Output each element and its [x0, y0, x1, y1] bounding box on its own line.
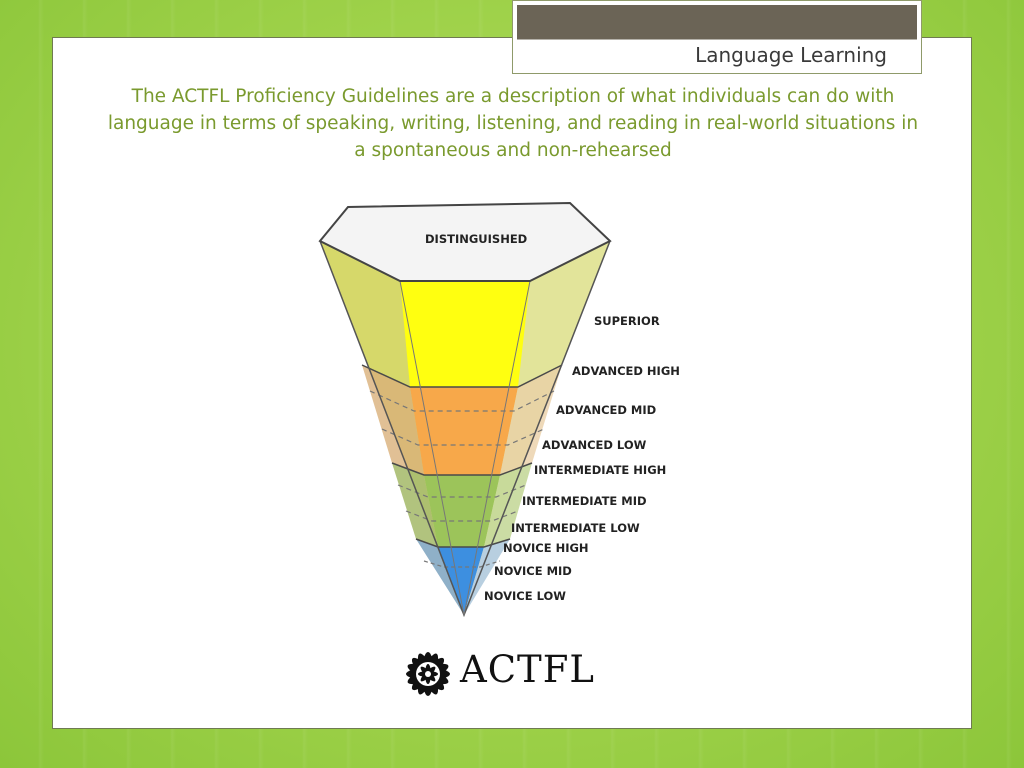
advanced-band — [410, 387, 518, 475]
edge-left — [399, 280, 465, 616]
level-label-intermediate-high: INTERMEDIATE HIGH — [534, 463, 666, 477]
level-label-intermediate-mid: INTERMEDIATE MID — [522, 494, 647, 508]
level-label-advanced-high: ADVANCED HIGH — [572, 364, 680, 378]
level-label-advanced-mid: ADVANCED MID — [556, 403, 656, 417]
right-intermediate-tint — [484, 463, 532, 547]
actfl-logo: ACTFL — [396, 642, 594, 708]
level-label-superior: SUPERIOR — [594, 314, 660, 328]
dash-intermediate-1 — [397, 484, 527, 498]
level-label-novice-high: NOVICE HIGH — [503, 541, 589, 555]
superior-band — [400, 281, 530, 387]
left-novice-tint — [416, 539, 464, 615]
left-intermediate-tint — [392, 463, 438, 547]
title-tab: Language Learning — [512, 0, 922, 74]
right-advanced-tint — [500, 365, 562, 475]
dash-intermediate-2 — [405, 510, 519, 522]
level-label-distinguished: DISTINGUISHED — [425, 232, 527, 246]
left-advanced-tint — [362, 365, 424, 475]
pyramid-body — [319, 240, 611, 618]
distinguished-top — [318, 201, 612, 282]
edge-right — [463, 280, 531, 616]
level-label-novice-mid: NOVICE MID — [494, 564, 572, 578]
level-label-novice-low: NOVICE LOW — [484, 589, 566, 603]
novice-band — [438, 547, 484, 615]
right-novice-tint — [464, 539, 510, 615]
actfl-wordmark: ACTFL — [460, 648, 595, 691]
page-title: Language Learning — [695, 43, 887, 67]
dash-novice-1 — [423, 560, 501, 568]
separator-intermediate — [415, 538, 511, 548]
title-band: Language Learning — [517, 5, 917, 69]
actfl-flower-icon — [406, 652, 450, 696]
dash-advanced-2 — [381, 428, 545, 446]
body-text: The ACTFL Proficiency Guidelines are a d… — [107, 86, 919, 161]
separator-superior — [361, 364, 563, 388]
level-label-advanced-low: ADVANCED LOW — [542, 438, 647, 452]
level-label-intermediate-low: INTERMEDIATE LOW — [511, 521, 640, 535]
proficiency-pyramid: DISTINGUISHED SUPERIOR ADVANCED HIGH ADV… — [318, 201, 680, 618]
